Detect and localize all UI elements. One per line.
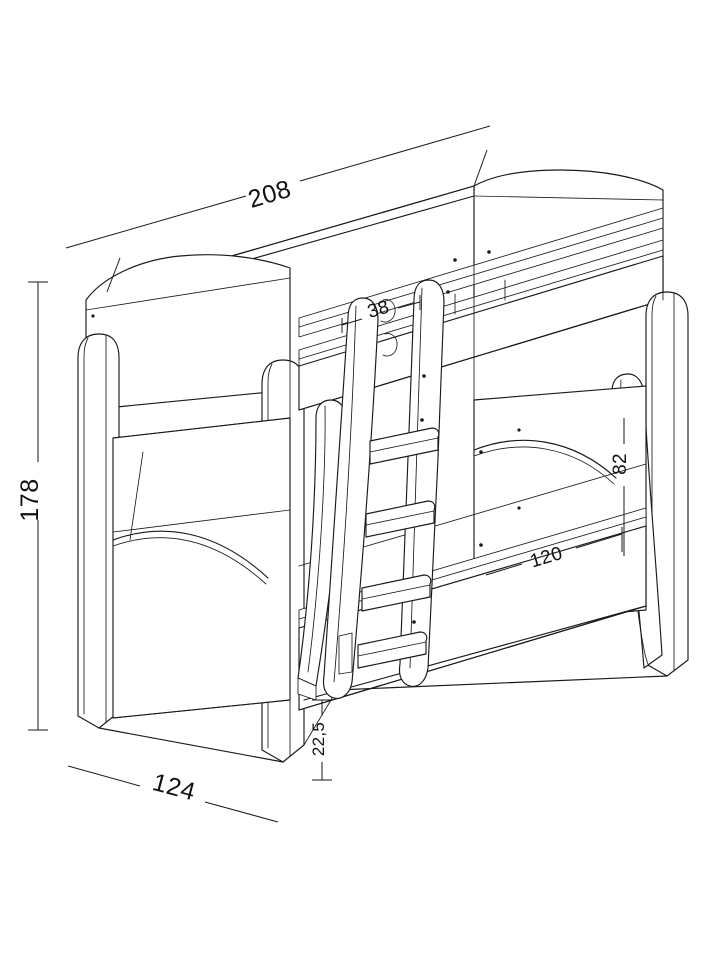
dimension-label-208: 208	[245, 175, 294, 214]
ladder-assembly	[322, 279, 445, 699]
dimension-floorgap-22-5: 22,5	[309, 699, 332, 781]
dimension-label-124: 124	[150, 768, 199, 806]
left-lower-bunk-panel	[112, 417, 291, 719]
ladder-step-3	[361, 574, 432, 612]
dimension-width-124: 124	[67, 765, 279, 823]
dimension-height-178: 178	[16, 281, 48, 731]
ladder-step-1	[369, 427, 440, 465]
ladder-step-4	[357, 631, 428, 669]
bunk-bed-assembly	[77, 169, 689, 763]
dimension-clearance-82: 82	[610, 418, 631, 556]
dimension-label-22-5: 22,5	[309, 722, 328, 756]
base-footprint	[98, 605, 668, 763]
left-headboard-post	[77, 333, 120, 729]
dimension-label-178: 178	[16, 478, 44, 521]
ladder-step-2	[365, 500, 436, 538]
dimension-label-82: 82	[610, 453, 631, 475]
top-bunk-near-end-panel	[85, 254, 291, 411]
